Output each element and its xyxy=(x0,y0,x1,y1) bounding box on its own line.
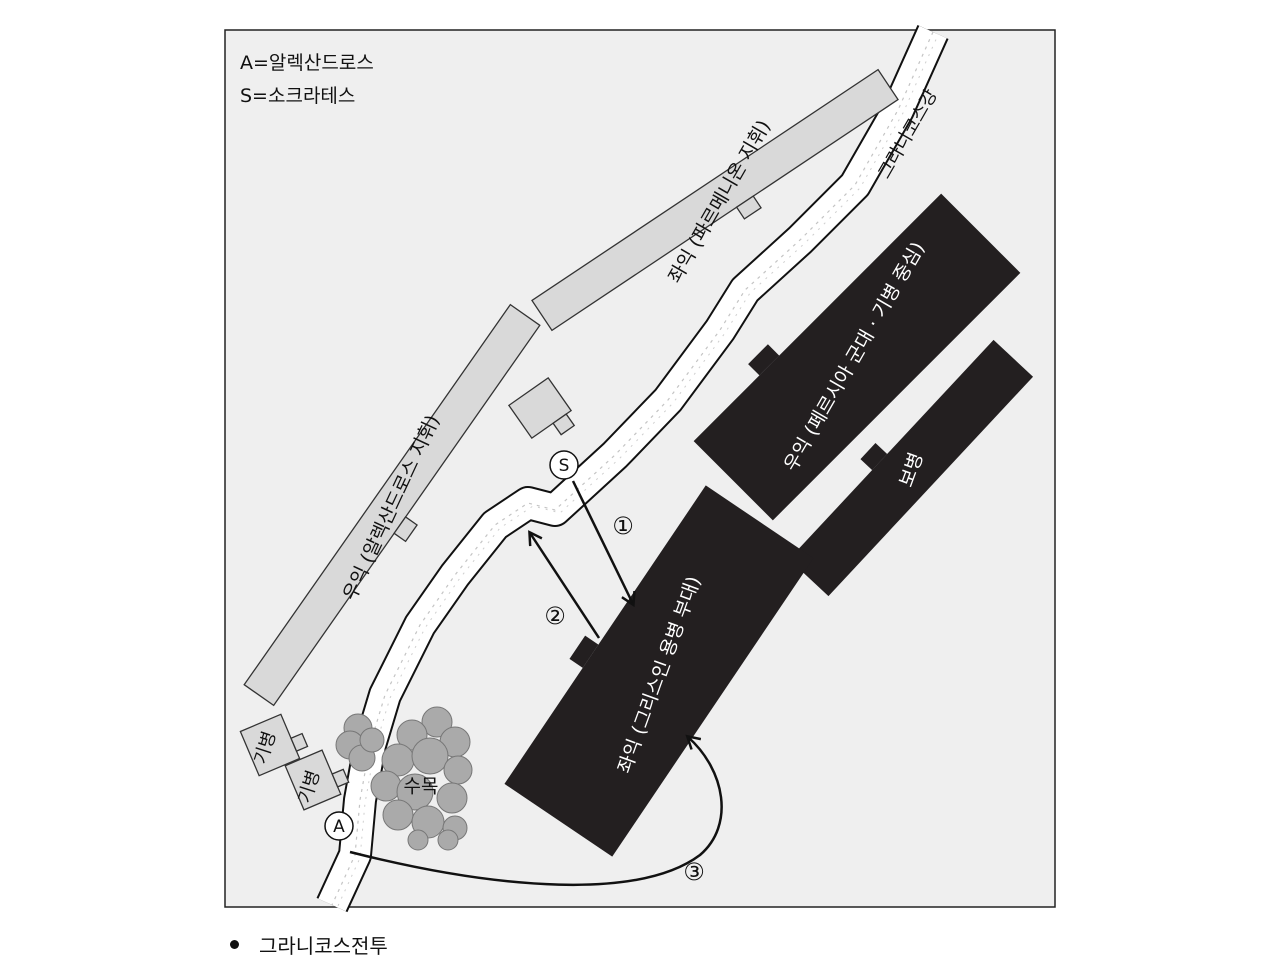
unit-greek-mercenaries-tab xyxy=(569,635,599,668)
unit-persian-right-wing-tab xyxy=(748,344,780,376)
unit-cavalry-2 xyxy=(284,749,342,811)
unit-cavalry-1 xyxy=(239,713,301,777)
movement-arrow-2 xyxy=(530,533,601,639)
movement-arrow-3 xyxy=(349,737,723,887)
unit-greek-mercenaries xyxy=(504,485,814,857)
unit-right-wing-alexander xyxy=(243,303,541,707)
unit-cavalry-1-tab xyxy=(290,732,309,752)
step-label-2: ② xyxy=(544,602,566,630)
figure-caption: 그라니코스전투 xyxy=(230,930,388,959)
bullet-icon xyxy=(230,940,239,949)
unit-persian-right-wing xyxy=(693,193,1021,521)
unit-infantry xyxy=(788,339,1034,597)
unit-right-wing-alexander-tab xyxy=(393,516,418,543)
structure-near-socrates-tab xyxy=(552,413,576,436)
trees-label: 수목 xyxy=(404,776,439,798)
marker-alexander-circle xyxy=(324,811,354,841)
figure-caption-text: 그라니코스전투 xyxy=(259,934,388,958)
unit-left-wing-parmenion-tab xyxy=(735,195,762,220)
step-label-3: ③ xyxy=(683,858,705,886)
movement-arrow-1 xyxy=(571,480,633,604)
legend-socrates: S=소크라테스 xyxy=(240,85,356,107)
marker-socrates-circle xyxy=(549,450,579,480)
marker-socrates-label: S xyxy=(559,456,570,476)
unit-infantry-tab xyxy=(860,443,888,471)
step-label-1: ① xyxy=(612,512,634,540)
unit-cavalry-2-tab xyxy=(331,768,350,788)
legend-alexander: A=알렉산드로스 xyxy=(240,52,374,74)
marker-alexander-label: A xyxy=(333,817,345,837)
trees-cluster xyxy=(335,706,473,851)
unit-left-wing-parmenion xyxy=(531,68,899,332)
structure-near-socrates xyxy=(507,376,573,440)
